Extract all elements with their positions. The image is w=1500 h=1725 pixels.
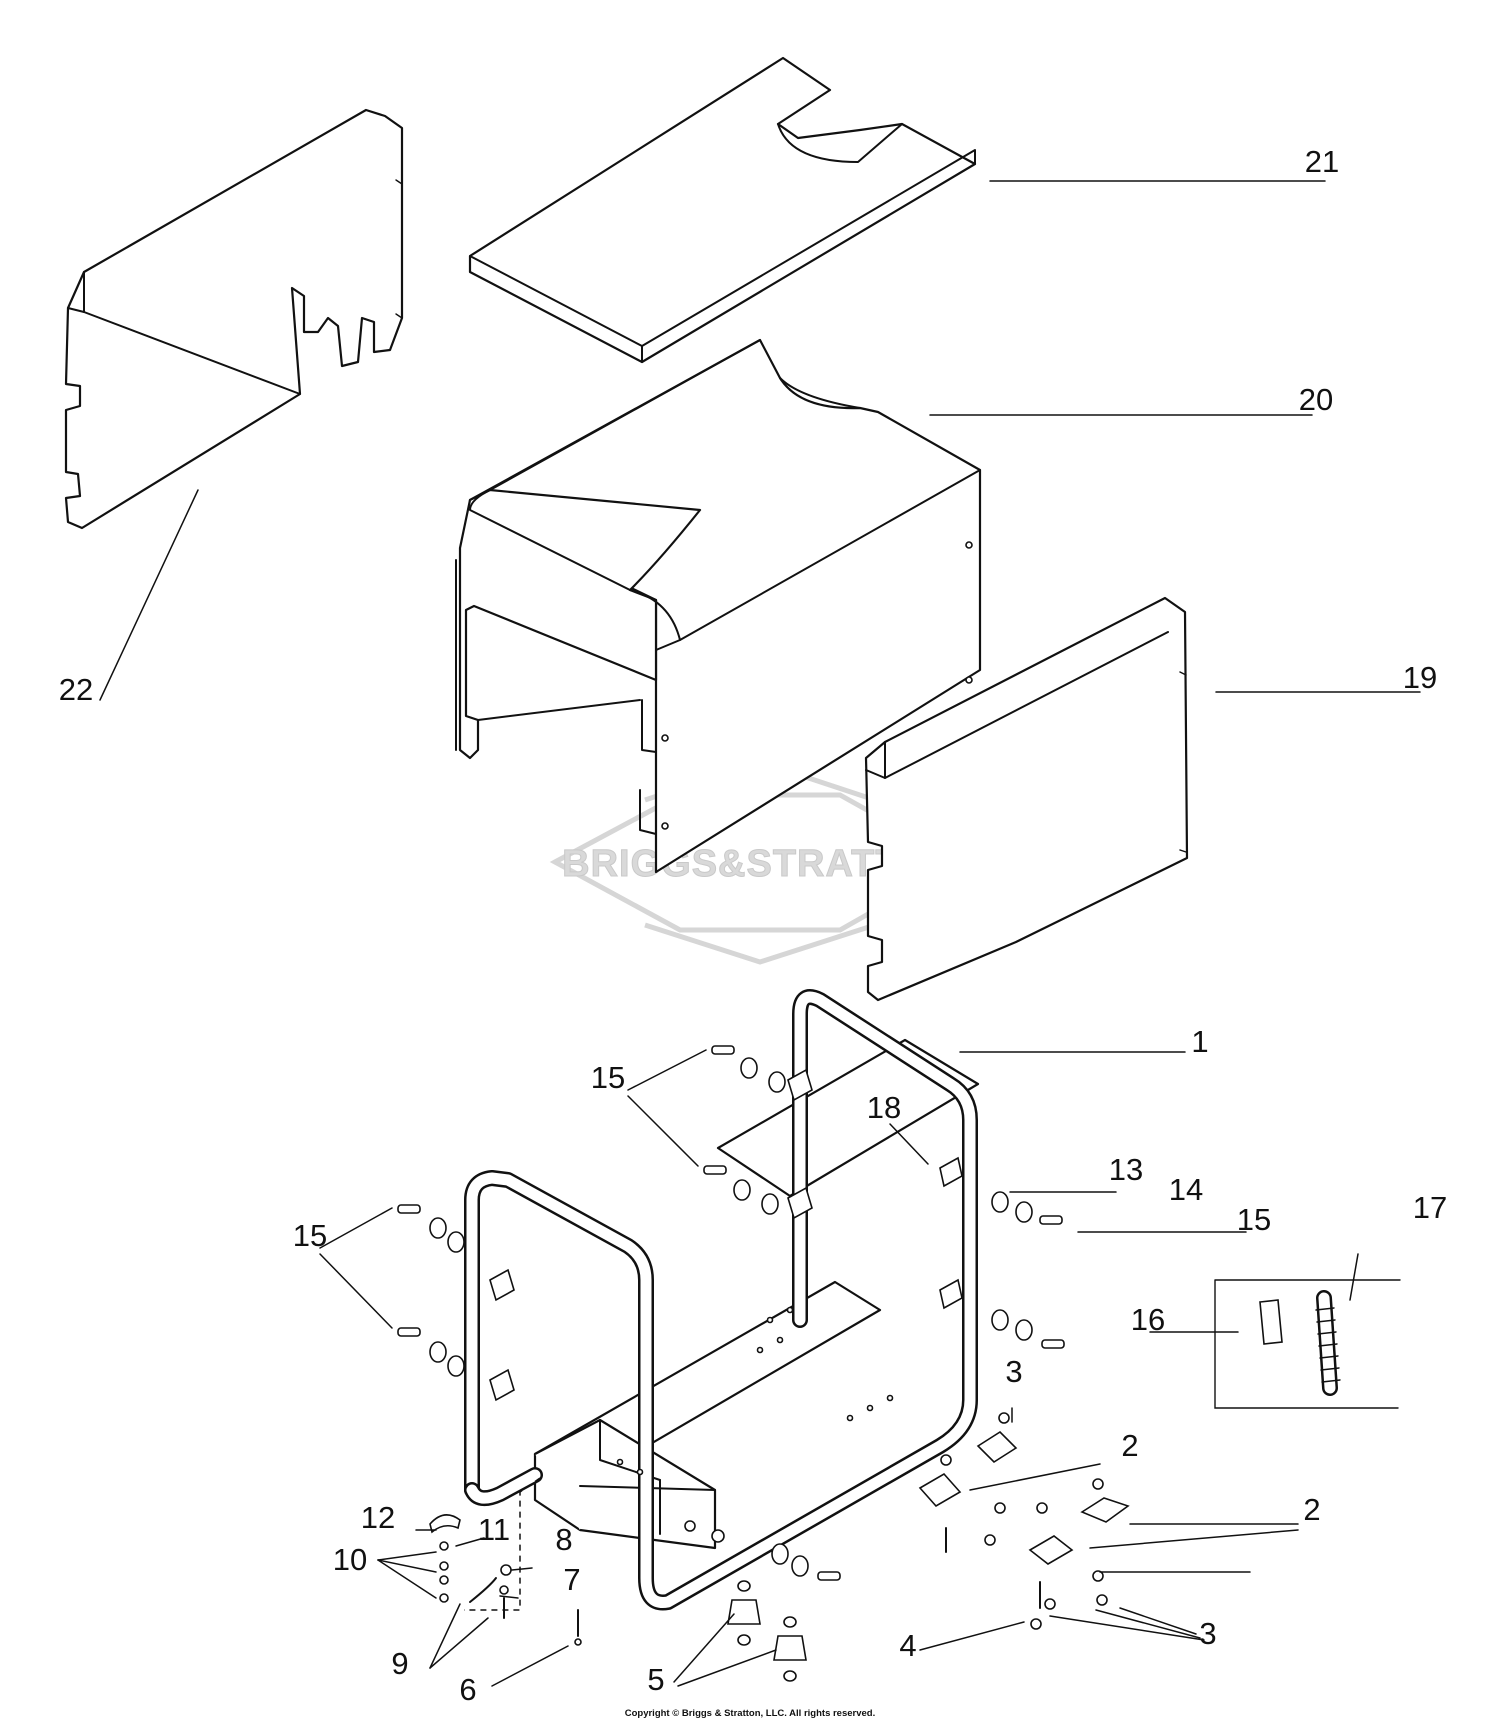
callout-9: 9 xyxy=(391,1646,408,1681)
callout-7: 7 xyxy=(563,1562,580,1597)
callout-14: 14 xyxy=(1169,1172,1203,1207)
part-20-cover-shroud xyxy=(455,338,982,874)
part-3-4-fasteners xyxy=(940,1412,1108,1630)
part-21-top-plate xyxy=(468,56,977,364)
bolt-set-right-2 xyxy=(991,1309,1065,1349)
callout-2-right: 2 xyxy=(1303,1492,1320,1527)
callout-15-right: 15 xyxy=(1237,1202,1271,1237)
callout-17: 17 xyxy=(1413,1190,1447,1225)
callout-12: 12 xyxy=(361,1500,395,1535)
bolt-set-left-2 xyxy=(397,1327,465,1377)
callout-13: 13 xyxy=(1109,1152,1143,1187)
callout-1: 1 xyxy=(1191,1024,1208,1059)
bolt-set-upper-2 xyxy=(703,1165,779,1215)
frame-mounting-tabs xyxy=(489,1068,963,1402)
callout-labels: 21 20 19 22 1 15 18 13 14 15 17 15 16 3 … xyxy=(59,144,1447,1707)
callout-16: 16 xyxy=(1131,1302,1165,1337)
callout-18: 18 xyxy=(867,1090,901,1125)
callout-22: 22 xyxy=(59,672,93,707)
parts-16-17-kit xyxy=(1214,1279,1401,1409)
callout-10: 10 xyxy=(333,1542,367,1577)
callout-15-upper: 15 xyxy=(591,1060,625,1095)
copyright-notice: Copyright © Briggs & Stratton, LLC. All … xyxy=(624,1708,876,1719)
part-2-mounting-brackets xyxy=(918,1430,1130,1565)
bolt-set-upper-1 xyxy=(711,1045,786,1093)
callout-2-upper: 2 xyxy=(1121,1428,1138,1463)
dashed-grouping-lines xyxy=(464,1477,541,1611)
callout-21: 21 xyxy=(1305,144,1339,179)
parts-6-12-small-hardware xyxy=(429,1514,582,1646)
bolt-set-bottom xyxy=(771,1543,841,1581)
bolt-set-left-1 xyxy=(397,1204,465,1253)
bolt-set-right-1 xyxy=(991,1191,1063,1225)
part-15-bolt-washer-spacer-sets xyxy=(397,1045,1065,1581)
part-5-vibration-mounts xyxy=(727,1580,807,1682)
callout-8: 8 xyxy=(555,1522,572,1557)
part-1-tubular-frame xyxy=(464,989,980,1611)
callout-6: 6 xyxy=(459,1672,476,1707)
callout-3-lower: 3 xyxy=(1199,1616,1216,1651)
callout-5: 5 xyxy=(647,1662,664,1697)
part-19-side-panel-right xyxy=(864,596,1189,1002)
callout-3-upper: 3 xyxy=(1005,1354,1022,1389)
callout-4: 4 xyxy=(899,1628,916,1663)
callout-15-left: 15 xyxy=(293,1218,327,1253)
callout-20: 20 xyxy=(1299,382,1333,417)
flex-hose-ribs xyxy=(1315,1307,1341,1383)
leader-lines xyxy=(99,180,1421,1687)
callout-19: 19 xyxy=(1403,660,1437,695)
callout-11: 11 xyxy=(478,1512,510,1547)
part-22-side-panel-left xyxy=(64,108,404,530)
frame-holes xyxy=(616,1306,894,1476)
